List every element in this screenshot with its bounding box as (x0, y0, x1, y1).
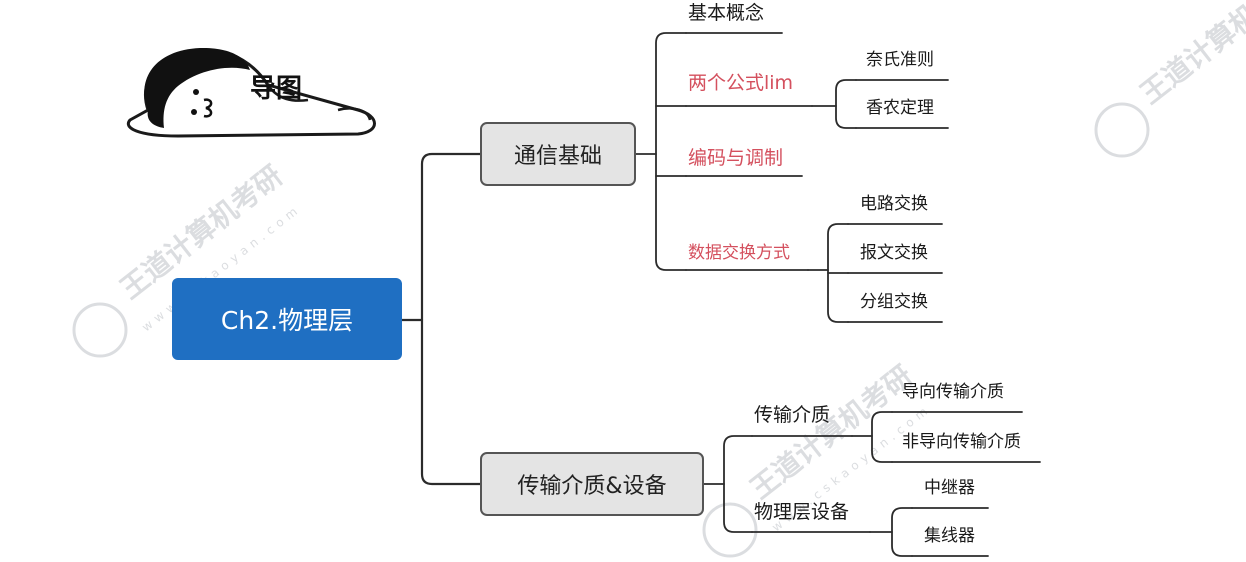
branch-communication-basics[interactable]: 通信基础 (480, 122, 636, 186)
node-encoding-modulation[interactable]: 编码与调制 (688, 147, 784, 169)
node-nyquist[interactable]: 奈氏准则 (866, 50, 934, 70)
node-hub[interactable]: 集线器 (924, 526, 975, 546)
node-physical-devices[interactable]: 物理层设备 (754, 501, 850, 523)
node-packet-switching[interactable]: 分组交换 (860, 292, 928, 312)
cartoon-label: 导图 (250, 74, 303, 104)
watermark-middle: 王道计算机考研 www.cskaoyan.com (702, 359, 934, 558)
cartoon-lying-character (126, 47, 376, 138)
node-message-switching[interactable]: 报文交换 (860, 243, 928, 263)
node-data-switching[interactable]: 数据交换方式 (688, 243, 790, 263)
node-shannon[interactable]: 香农定理 (866, 98, 934, 118)
watermark-right: 王道计算机考研 (1094, 0, 1246, 158)
node-circuit-switching[interactable]: 电路交换 (860, 194, 928, 214)
node-repeater[interactable]: 中继器 (924, 478, 975, 498)
root-node[interactable]: Ch2.物理层 (172, 278, 402, 360)
node-transmission-media[interactable]: 传输介质 (754, 404, 831, 426)
node-basic-concepts[interactable]: 基本概念 (688, 2, 765, 24)
node-unguided-media[interactable]: 非导向传输介质 (902, 432, 1021, 452)
node-two-formulas[interactable]: 两个公式lim (688, 72, 794, 94)
node-guided-media[interactable]: 导向传输介质 (902, 382, 1004, 402)
branch-media-and-devices[interactable]: 传输介质&设备 (480, 452, 704, 516)
